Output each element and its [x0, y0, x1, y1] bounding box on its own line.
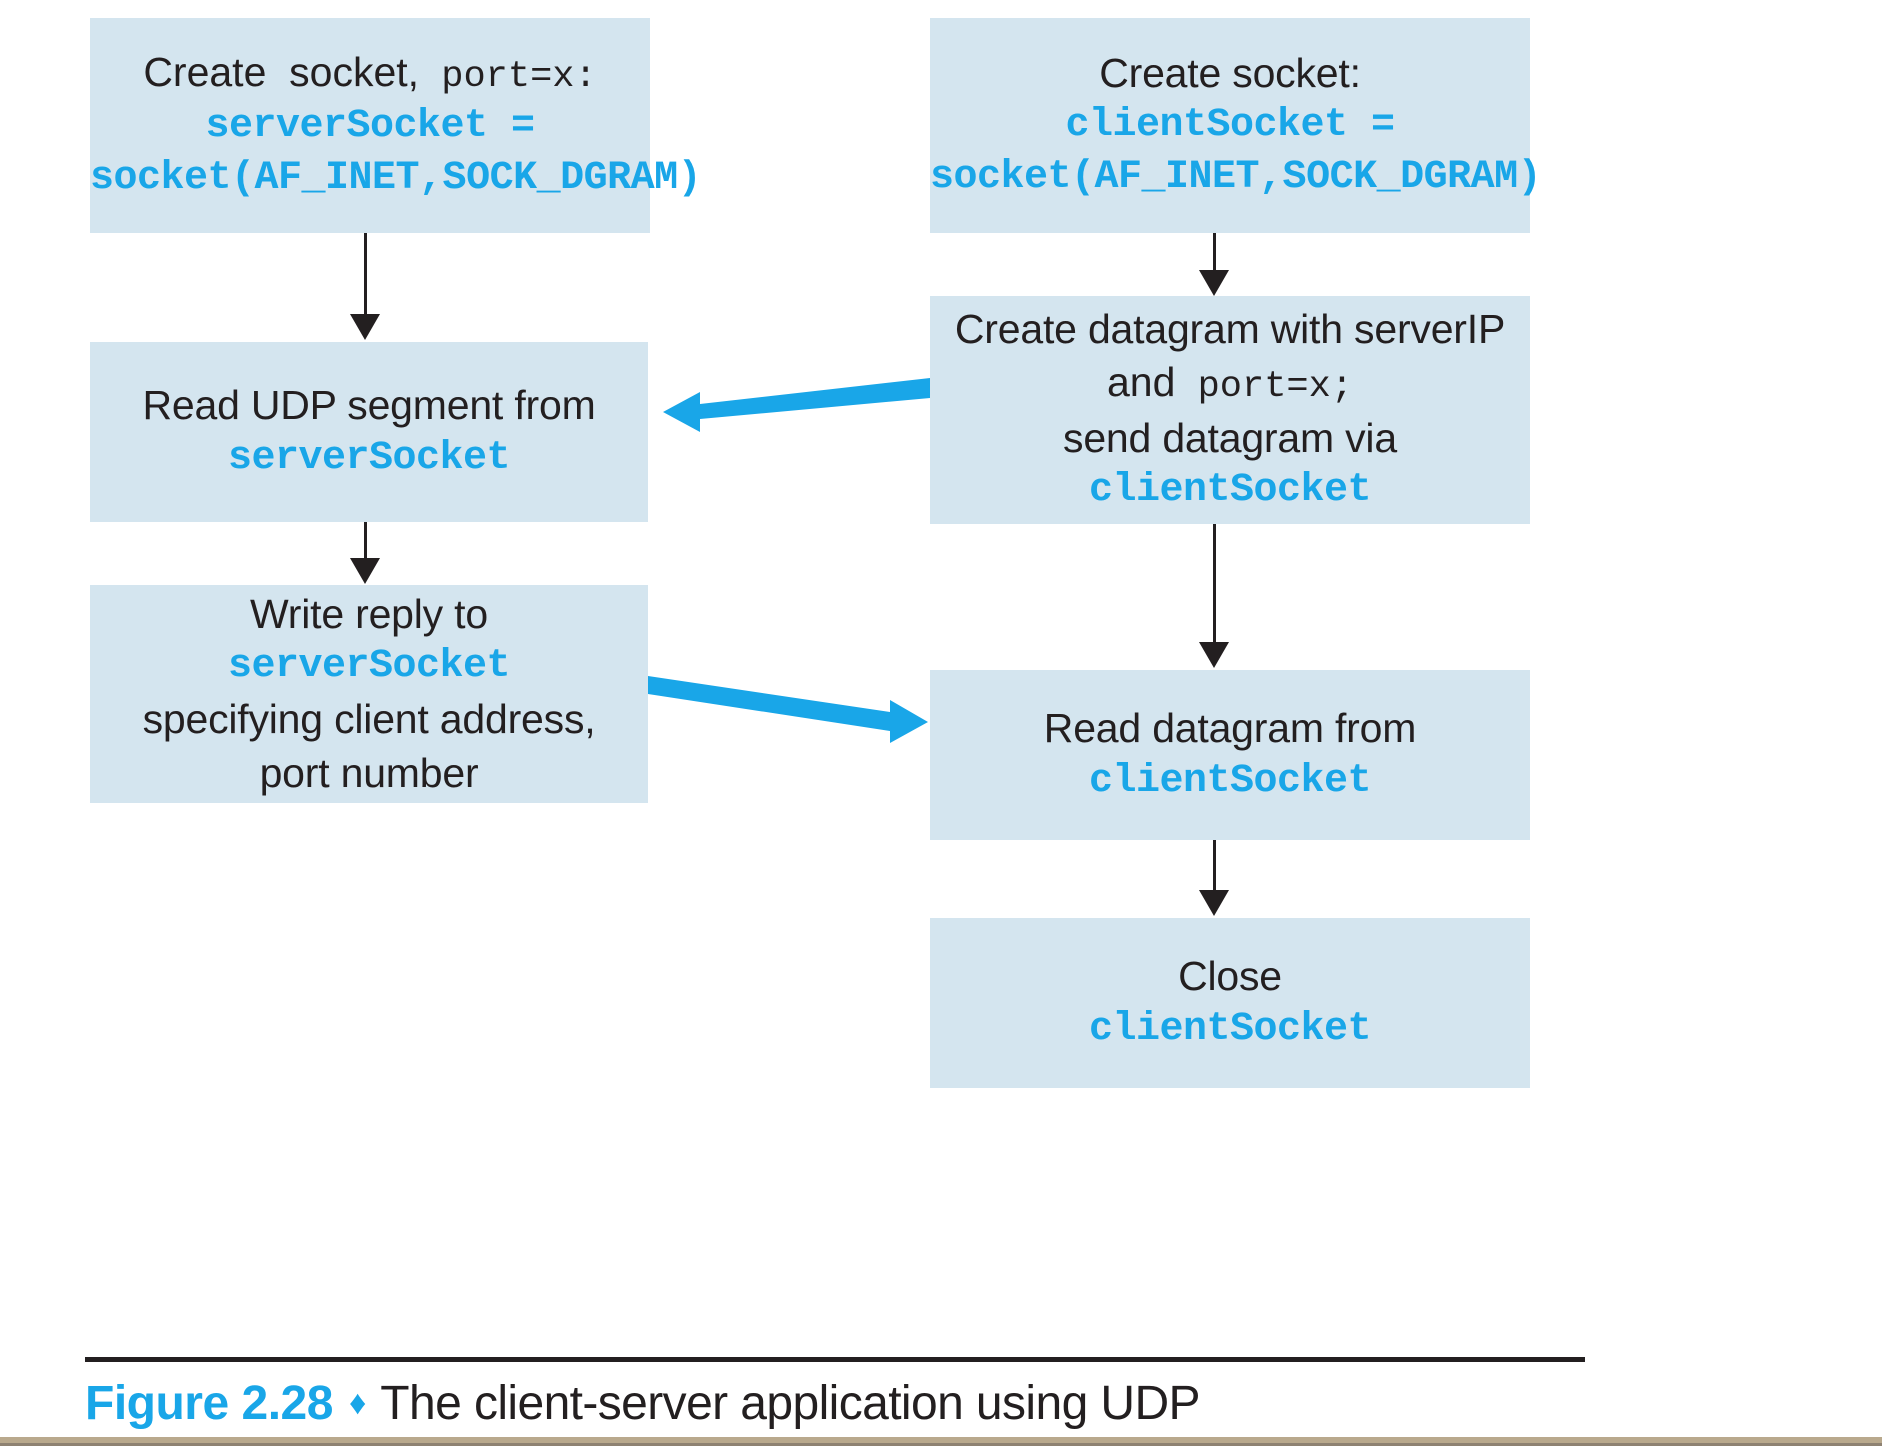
client-create-socket-line-3: socket(AF_INET,SOCK_DGRAM) [930, 155, 1542, 201]
server-read-udp-segment-box: Read UDP segment from serverSocket [90, 342, 648, 522]
server-create-socket-port-code: port=x: [419, 55, 597, 98]
diamond-icon: ♦ [348, 1384, 367, 1422]
client-create-datagram-line-2: and port=x; [1106, 359, 1354, 409]
client-read-datagram-line-2: clientSocket [1088, 758, 1372, 804]
figure-number: Figure 2.28 [85, 1376, 333, 1430]
server-arrow-1-head [350, 314, 380, 340]
figure-caption: Figure 2.28 ♦ The client-server applicat… [85, 1372, 1685, 1434]
client-close-box: Close clientSocket [930, 918, 1530, 1088]
client-create-socket-line-1: Create socket: [1099, 49, 1361, 96]
server-arrow-1-shaft [364, 233, 367, 316]
client-arrow-1-shaft [1213, 233, 1216, 272]
client-close-line-2: clientSocket [1088, 1006, 1372, 1052]
server-write-reply-line-2: serverSocket [227, 644, 511, 690]
client-read-datagram-box: Read datagram from clientSocket [930, 670, 1530, 840]
client-arrow-3-shaft [1213, 840, 1216, 892]
network-arrow-server-to-client [648, 676, 928, 743]
client-create-datagram-line-1: Create datagram with serverIP [954, 306, 1506, 353]
client-arrow-2-shaft [1213, 524, 1216, 644]
server-create-socket-line-1: Create socket, port=x: [143, 48, 597, 98]
client-create-socket-box: Create socket: clientSocket = socket(AF_… [930, 18, 1542, 233]
server-read-udp-segment-line-2: serverSocket [227, 435, 511, 481]
network-arrow-client-to-server [663, 378, 930, 432]
server-create-socket-line-2: serverSocket = [205, 104, 535, 150]
server-read-udp-segment-line-1: Read UDP segment from [142, 382, 596, 429]
server-create-socket-box: Create socket, port=x: serverSocket = so… [90, 18, 702, 233]
server-arrow-2-head [350, 558, 380, 584]
client-create-datagram-line-4: clientSocket [1088, 467, 1372, 513]
client-create-datagram-box: Create datagram with serverIP and port=x… [930, 296, 1530, 524]
client-arrow-3-head [1199, 890, 1229, 916]
client-create-datagram-port-code: port=x; [1175, 366, 1354, 409]
server-write-reply-line-1: Write reply to [250, 591, 488, 638]
page-edge-strip [0, 1437, 1882, 1446]
page-edge-shadow [0, 1443, 1882, 1446]
figure-caption-text: The client-server application using UDP [380, 1376, 1200, 1430]
server-arrow-2-shaft [364, 522, 367, 560]
server-create-socket-line-3: socket(AF_INET,SOCK_DGRAM) [90, 156, 702, 202]
client-close-line-1: Close [1178, 953, 1282, 1000]
server-write-reply-line-3: specifying client address, [142, 696, 596, 743]
client-arrow-2-head [1199, 642, 1229, 668]
client-read-datagram-line-1: Read datagram from [1043, 705, 1417, 752]
client-create-socket-line-2: clientSocket = [1065, 103, 1395, 149]
client-arrow-1-head [1199, 270, 1229, 296]
caption-divider [85, 1357, 1585, 1362]
server-write-reply-line-4: port number [259, 749, 479, 796]
client-create-datagram-line-3: send datagram via [1063, 414, 1397, 461]
server-write-reply-box: Write reply to serverSocket specifying c… [90, 585, 648, 803]
